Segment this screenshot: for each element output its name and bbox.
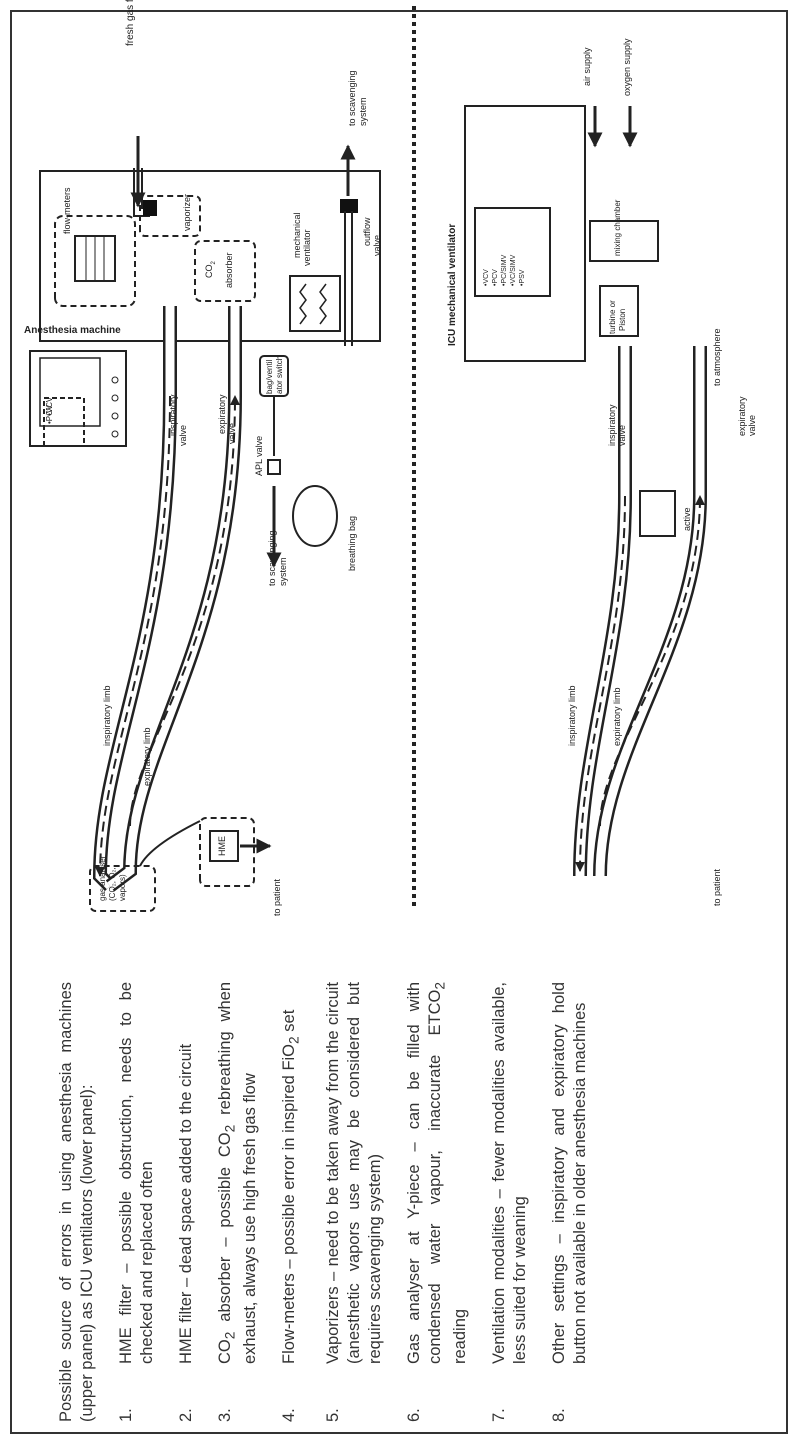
flow-meters-box [54, 215, 136, 307]
scav-top-label-2: system [358, 97, 368, 126]
hme-filter [209, 830, 239, 862]
machine-title: Anesthesia machine [24, 325, 121, 336]
vaporizer-box [139, 195, 201, 237]
monitor-pcv: •PCV [45, 404, 54, 424]
lower-panel: ICU mechanical ventilator •VCV •PCV •PC/… [447, 38, 757, 906]
icu-ventilator-box [464, 105, 586, 362]
upper-to-patient: to patient [272, 878, 282, 916]
upper-insp-valve-1: inspiratory [168, 394, 178, 436]
gas-analyser-1: gas analyser [98, 855, 107, 901]
mode-4: •PSV [519, 269, 526, 286]
mechanical-ventilator-box [289, 275, 341, 332]
mech-vent-label-1: mechanical [292, 212, 302, 258]
flow-meters-label: flow-meters [62, 187, 72, 234]
co2-absorber-box [194, 240, 256, 302]
monitor [29, 350, 127, 447]
vaporizer-label: vaporizer [182, 194, 192, 231]
icu-insp-valve-1: inspiratory [607, 404, 617, 446]
mode-2: •PC/SIMV [501, 254, 508, 286]
scav-bot-label-2: system [278, 557, 288, 586]
mech-vent-label-2: ventilator [302, 229, 312, 266]
icu-to-patient: to patient [712, 868, 722, 906]
upper-panel: Anesthesia machine fresh gas flow vapori… [24, 0, 382, 916]
humidifier-label-1: active [682, 507, 692, 531]
upper-exp-valve-1: expiratory [217, 394, 227, 434]
scav-top-label-1: to scavenging [347, 70, 357, 126]
apl-valve-label: APL valve [254, 436, 264, 476]
mode-3: •VC/SIMV [510, 254, 517, 286]
anesthesia-machine-box [39, 170, 381, 342]
breathing-bag [292, 485, 338, 547]
scav-bot-label-1: to scavenging [267, 530, 277, 586]
mode-1: •PCV [492, 269, 499, 286]
active-humidifier [639, 490, 676, 537]
fresh-gas-label: fresh gas flow [125, 0, 136, 46]
atmosphere-label: to atmosphere [712, 328, 722, 386]
co2-absorber-label-2: absorber [224, 252, 234, 288]
icu-exp-valve-1: expiratory [737, 396, 747, 436]
outflow-label-2: valve [372, 235, 382, 256]
gas-analyser-3: vapors) [118, 874, 127, 901]
icu-insp-limb-label: inspiratory limb [567, 685, 577, 746]
bag-switch-label-1: bag/ventil [265, 360, 274, 394]
icu-exp-limb-label: expiratory limb [612, 687, 622, 746]
upper-exp-valve-2: valve [227, 423, 237, 444]
upper-insp-limb-label: inspiratory limb [102, 685, 112, 746]
turbine [599, 285, 639, 337]
figure-frame [10, 10, 788, 1434]
oxygen-supply-label: oxygen supply [622, 38, 632, 96]
hme-dashed-box [199, 817, 255, 887]
outflow-label-1: outflow [362, 217, 372, 246]
apl-valve [267, 459, 281, 475]
gas-analyser-box [89, 865, 156, 912]
mode-display [474, 207, 551, 297]
monitor-vcv: •VCV [45, 396, 54, 416]
gas-analyser-2: (CO₂, O₂, [108, 867, 117, 901]
mixing-chamber [589, 220, 659, 262]
mode-0: •VCV [483, 269, 490, 286]
icu-title: ICU mechanical ventilator [447, 224, 458, 346]
air-supply-label: air supply [582, 47, 592, 86]
icu-exp-valve-2: valve [747, 415, 757, 436]
turbine-label-1: turbine or [608, 300, 617, 334]
upper-exp-limb-label: expiratory limb [142, 727, 152, 786]
co2-absorber-label-1: CO2 [204, 261, 217, 279]
hme-label: HME [217, 836, 227, 856]
icu-insp-valve-2: valve [617, 425, 627, 446]
outflow-valve [340, 199, 358, 213]
upper-insp-valve-2: valve [178, 425, 188, 446]
bag-switch-label-2: ator switch [275, 356, 284, 394]
breathing-bag-label: breathing bag [347, 516, 357, 571]
turbine-label-2: Piston [618, 309, 627, 331]
mixing-label: mixing chamber [613, 199, 622, 256]
